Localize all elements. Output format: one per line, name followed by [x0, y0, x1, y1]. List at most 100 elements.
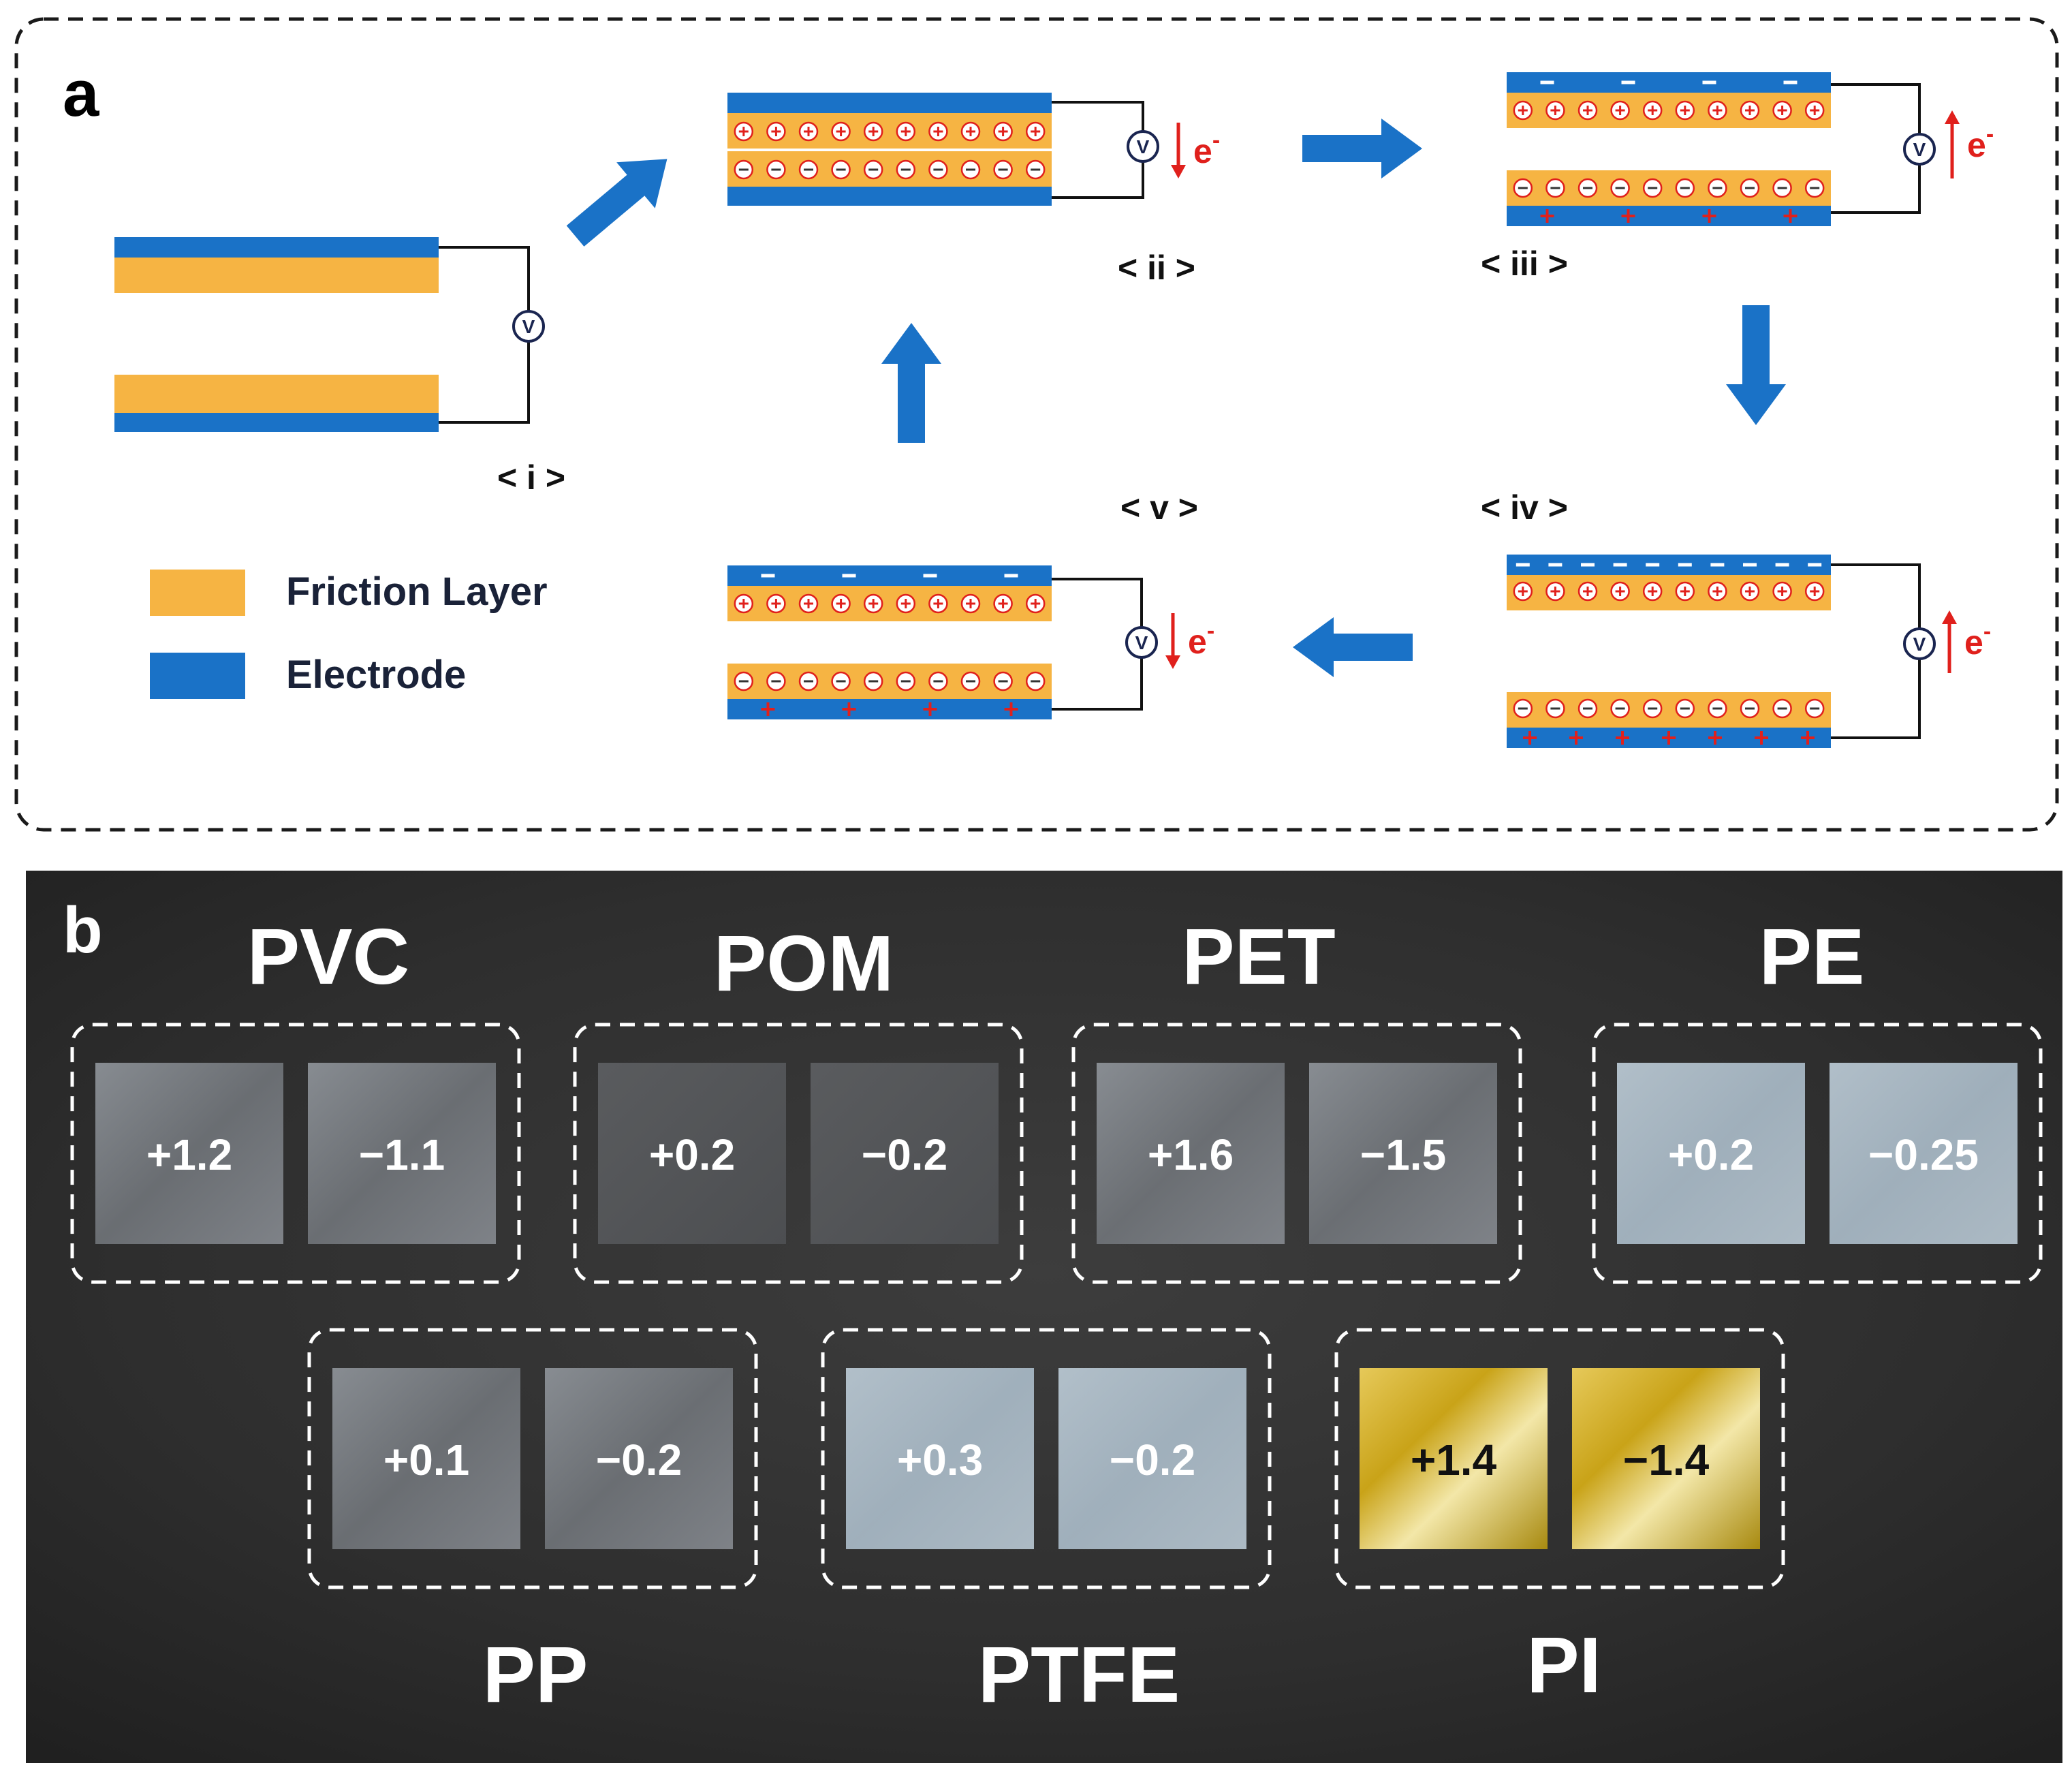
negative-charge [1675, 698, 1695, 719]
positive-charge [993, 121, 1013, 142]
positive-charge [1545, 100, 1565, 121]
positive-charge [1610, 100, 1630, 121]
film-sample [1830, 1063, 2018, 1244]
electrode-positive-sign [1569, 731, 1583, 745]
top-electrode [1507, 72, 1831, 93]
charge-value-negative: −0.2 [862, 1130, 947, 1179]
cycle-arrow-shape [1293, 617, 1413, 677]
negative-charge [1545, 698, 1565, 719]
cycle-arrow-shape [881, 323, 941, 443]
positive-charge [1545, 581, 1565, 602]
negative-charge [960, 159, 981, 180]
electron-superscript: - [1983, 619, 1991, 644]
negative-charge [928, 671, 948, 691]
negative-charge [1025, 159, 1046, 180]
top-electrode [727, 93, 1052, 113]
sample-box-pp [307, 1328, 758, 1589]
negative-charge [1577, 178, 1598, 198]
charge-value-negative: −1.4 [1623, 1435, 1710, 1484]
cycle-arrow-shape [566, 159, 668, 247]
negative-charge [1804, 178, 1825, 198]
positive-charge [1577, 100, 1598, 121]
negative-charge [1740, 178, 1760, 198]
electrode-positive-sign [1702, 209, 1716, 223]
film-sample [598, 1063, 786, 1244]
voltmeter-icon [1125, 626, 1158, 659]
electrode-positive-sign [1662, 731, 1676, 745]
panel-a-letter: a [63, 57, 99, 130]
bottom-electrode [727, 187, 1052, 206]
sample-box-pom [573, 1023, 1024, 1284]
electron-superscript: - [1212, 127, 1220, 153]
voltmeter-icon [512, 310, 545, 343]
photo-background [26, 871, 2062, 1763]
electrode-positive-sign [923, 702, 937, 716]
negative-charge [960, 671, 981, 691]
charge-value-positive: +0.2 [1668, 1130, 1754, 1179]
voltmeter-symbol: V [1135, 632, 1148, 653]
sample-box-ptfe [821, 1328, 1272, 1589]
circuit-wire [1831, 165, 1921, 214]
bottom-electrode [727, 699, 1052, 719]
electron-symbol: e [1193, 132, 1212, 170]
sample-group-pi: PI+1.4−1.4 [1334, 1328, 1785, 1709]
electron-label: e- [1967, 121, 1994, 164]
electrode-positive-sign [1523, 731, 1537, 745]
negative-charge [1545, 178, 1565, 198]
bottom-friction-layer [114, 375, 439, 413]
voltmeter-symbol: V [1913, 634, 1926, 655]
electron-label: e- [1193, 127, 1220, 170]
material-name-pom: POM [714, 919, 894, 1008]
positive-charge [863, 593, 883, 614]
positive-charge [1804, 581, 1825, 602]
material-samples: PVC+1.2−1.1POM+0.2−0.2PET+1.6−1.5PE+0.2−… [70, 912, 2043, 1719]
sample-box-pi [1334, 1328, 1785, 1589]
cycle-arrow [566, 159, 668, 247]
charge-value-positive: +0.2 [649, 1130, 735, 1179]
positive-charge [798, 121, 819, 142]
circuit-wire [1052, 101, 1144, 131]
negative-charge [896, 671, 916, 691]
charge-value-positive: +1.4 [1411, 1435, 1497, 1484]
negative-charge [863, 159, 883, 180]
negative-charge [1675, 178, 1695, 198]
positive-charge [798, 593, 819, 614]
bottom-electrode [114, 413, 439, 432]
negative-charge [734, 671, 754, 691]
material-name-pe: PE [1759, 912, 1865, 1001]
film-sample [1058, 1368, 1246, 1549]
sample-group-pet: PET+1.6−1.5 [1071, 912, 1522, 1284]
state-label-iii: < iii > [1481, 245, 1568, 283]
negative-charge [1610, 698, 1630, 719]
positive-charge [1740, 100, 1760, 121]
positive-charge [734, 593, 754, 614]
positive-charge [928, 593, 948, 614]
positive-charge [1513, 100, 1533, 121]
charge-value-positive: +0.3 [897, 1435, 983, 1484]
material-name-pvc: PVC [247, 912, 410, 1001]
circuit-wire [1831, 563, 1921, 628]
positive-charge [863, 121, 883, 142]
positive-charge [993, 593, 1013, 614]
positive-charge [1025, 121, 1046, 142]
bottom-electrode [1507, 206, 1831, 226]
negative-charge [1772, 178, 1792, 198]
circuit-wire [439, 246, 530, 311]
film-sample [95, 1063, 283, 1244]
negative-charge [1740, 698, 1760, 719]
panel-b-photo: b PVC+1.2−1.1POM+0.2−0.2PET+1.6−1.5PE+0.… [26, 871, 2062, 1763]
negative-charge [766, 671, 786, 691]
voltmeter-symbol: V [522, 316, 535, 337]
negative-charge [896, 159, 916, 180]
current-arrow-head [1165, 655, 1180, 669]
cycle-arrow [1302, 119, 1422, 178]
electron-superscript: - [1207, 618, 1214, 644]
state-label-ii: < ii > [1118, 249, 1195, 287]
positive-charge [1610, 581, 1630, 602]
electrode-positive-sign [1708, 731, 1722, 745]
electrode-positive-sign [1540, 209, 1554, 223]
positive-charge [766, 121, 786, 142]
electrode-positive-sign [1616, 731, 1629, 745]
